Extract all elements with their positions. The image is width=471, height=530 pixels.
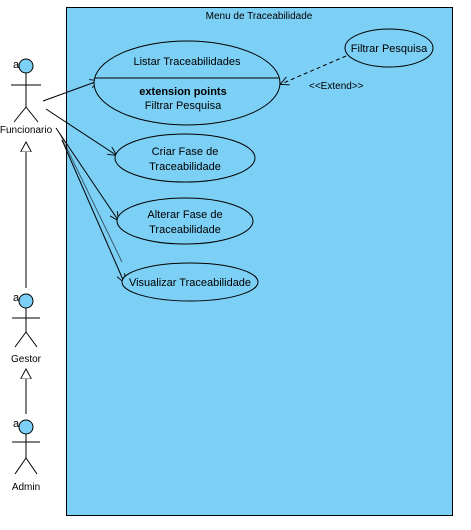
use-case-filtrar-ellipse (344, 28, 434, 68)
actor-gestor[interactable] (12, 293, 40, 348)
extension-point-label: Filtrar Pesquisa (145, 100, 222, 112)
actor-head-icon (18, 419, 34, 435)
association-visualizar (61, 139, 124, 282)
use-case-criar-fase[interactable]: Criar Fase de Traceabilidade (114, 133, 256, 183)
actor-funcionario[interactable] (11, 58, 41, 123)
use-case-alterar-fase[interactable]: Alterar Fase de Traceabilidade (116, 197, 254, 245)
use-case-visualizar[interactable]: Visualizar Traceabilidade (121, 262, 259, 302)
use-case-filtrar-pesquisa[interactable]: Filtrar Pesquisa (344, 28, 434, 68)
actor-left-leg (13, 106, 27, 123)
use-case-criar-ellipse (114, 133, 256, 183)
actor-gestor-name: Gestor (11, 354, 42, 365)
actor-left-leg (14, 331, 27, 348)
actor-left-leg (14, 457, 27, 475)
association-criar (45, 108, 116, 155)
use-case-listar-label: Listar Traceabilidades (133, 56, 241, 68)
use-case-visualizar-label: Visualizar Traceabilidade (129, 277, 251, 289)
actor-funcionario-tag: a (13, 59, 20, 71)
actor-admin-name: Admin (12, 482, 40, 493)
use-case-listar-traceabilidades[interactable]: Listar Traceabilidades extension points … (93, 40, 281, 126)
actor-right-leg (25, 331, 38, 348)
extend-relationship: <<Extend>> (281, 55, 364, 92)
association-listar (42, 81, 98, 102)
extend-line (281, 55, 347, 84)
system-title: Menu de Traceabilidade (206, 11, 313, 22)
actor-gestor-tag: a (13, 292, 20, 304)
actor-right-leg (25, 106, 39, 123)
actor-head-icon (18, 58, 34, 74)
actor-right-leg (25, 457, 38, 475)
actor-admin[interactable] (12, 419, 40, 475)
extend-label: <<Extend>> (309, 81, 364, 92)
use-case-alterar-label-line1: Alterar Fase de (147, 209, 222, 221)
use-case-criar-label-line2: Traceabilidade (149, 161, 221, 173)
extension-points-title: extension points (139, 86, 226, 98)
associations (42, 81, 124, 282)
use-case-listar-ellipse (93, 40, 281, 126)
use-case-visualizar-ellipse (121, 262, 259, 302)
use-case-criar-label-line1: Criar Fase de (152, 146, 219, 158)
use-case-filtrar-label: Filtrar Pesquisa (351, 43, 428, 55)
actor-admin-tag: a (13, 418, 20, 430)
association-extra (59, 133, 123, 263)
use-case-alterar-ellipse (116, 197, 254, 245)
association-alterar (55, 127, 118, 220)
actor-head-icon (18, 293, 34, 309)
use-case-alterar-label-line2: Traceabilidade (149, 224, 221, 236)
actor-funcionario-name: Funcionario (0, 125, 53, 136)
